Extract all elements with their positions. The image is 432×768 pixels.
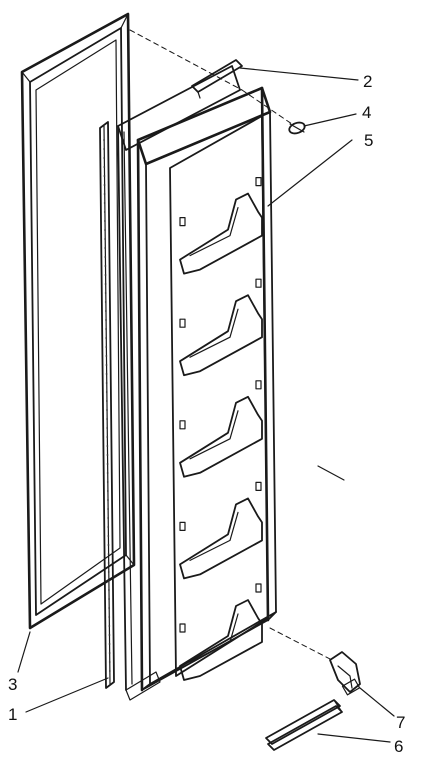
strip-dot (106, 490, 109, 492)
strip-dot (108, 598, 110, 600)
strip-dot (107, 526, 110, 528)
strip-dot (106, 454, 109, 456)
strip-dot (103, 184, 106, 186)
strip-dot (108, 625, 111, 627)
strip-dot (108, 607, 111, 609)
alignment-lines (129, 29, 333, 661)
strip-dot (108, 616, 111, 618)
strip-dot (105, 364, 108, 366)
strip-dot (105, 400, 108, 402)
strip-dot (105, 346, 108, 348)
strip-dot (103, 202, 106, 204)
strip-dot (106, 472, 109, 474)
strip-dot (103, 175, 106, 177)
strip-dot (106, 445, 109, 447)
strip-dot (107, 571, 110, 573)
strip-dot (104, 310, 107, 312)
strip-dot (104, 301, 107, 303)
strip-dot (107, 499, 109, 501)
strip-dot (103, 193, 106, 195)
shelf-compartment (179, 177, 263, 275)
strip-dot (106, 463, 109, 465)
door-handle-bar (265, 699, 343, 751)
strip-dot (108, 670, 111, 672)
strip-dot (107, 517, 110, 519)
strip-dot (108, 589, 110, 591)
shelf-compartment (179, 278, 263, 377)
strip-dot (104, 256, 107, 258)
strip-dot (104, 229, 106, 231)
callout-5: 5 (364, 131, 373, 150)
strip-dot (103, 148, 105, 150)
strip-dot (108, 643, 111, 645)
strip-dot (104, 292, 107, 294)
door-stop-pin (288, 121, 306, 135)
strip-dot (103, 220, 106, 222)
strip-dot (107, 535, 110, 537)
shelf-compartment (179, 481, 263, 580)
strip-dot (105, 319, 107, 321)
strip-dot (106, 409, 108, 411)
top-cap (191, 59, 243, 99)
strip-dot (108, 634, 111, 636)
strip-dot (106, 427, 109, 429)
callout-2: 2 (363, 72, 372, 91)
strip-dot (103, 211, 106, 213)
strip-dot (106, 481, 109, 483)
strip-dot (105, 355, 108, 357)
callout-7: 7 (396, 713, 405, 732)
strip-dot (108, 652, 111, 654)
strip-dot (106, 418, 108, 420)
strip-dot (103, 157, 106, 159)
strip-dot (107, 580, 110, 582)
leader-lines (17, 67, 395, 743)
shelf-compartment (179, 380, 263, 478)
strip-dot (105, 373, 108, 375)
strip-dot (104, 274, 107, 276)
door-panel (117, 65, 241, 701)
callout-3: 3 (8, 675, 17, 694)
strip-dot (108, 661, 111, 663)
strip-dot (104, 238, 106, 240)
strip-dot (107, 544, 110, 546)
hinge-bracket (329, 651, 361, 696)
strip-dot (107, 562, 110, 564)
shelf-compartment (179, 583, 263, 681)
stray-mark (317, 465, 345, 481)
strip-dot (104, 247, 107, 249)
strip-dot (105, 391, 108, 393)
door-gasket-frame (20, 12, 136, 630)
callout-4: 4 (362, 103, 371, 122)
callout-1: 1 (8, 705, 17, 724)
strip-dot (104, 265, 107, 267)
strip-dot (106, 436, 109, 438)
door-trim-strip (99, 121, 115, 689)
strip-dot (103, 166, 106, 168)
door-liner (136, 86, 277, 692)
strip-dot (105, 328, 107, 330)
strip-dot (107, 508, 109, 510)
strip-dot (104, 283, 107, 285)
strip-dot (107, 553, 110, 555)
strip-dot (103, 139, 105, 141)
strip-dot (105, 382, 108, 384)
strip-dot (105, 337, 108, 339)
callout-6: 6 (394, 737, 403, 756)
